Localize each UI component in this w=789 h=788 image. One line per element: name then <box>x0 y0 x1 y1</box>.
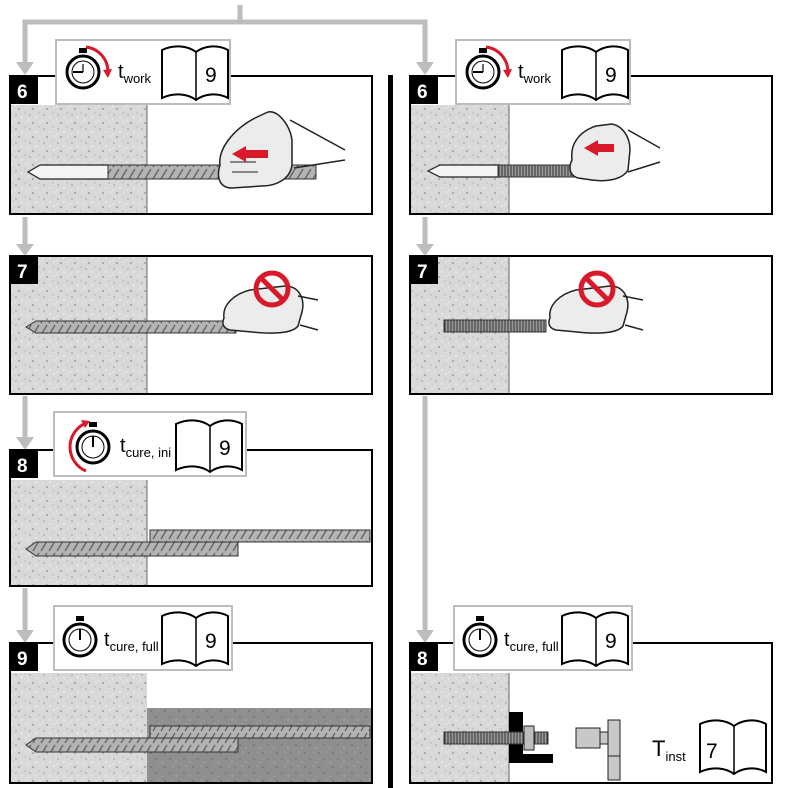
book-icon: 9 <box>561 611 629 668</box>
concrete-block <box>11 673 147 782</box>
prohibition-icon <box>253 270 291 308</box>
timer-header-left-8: tcure, ini 9 <box>53 411 247 477</box>
threaded-rod <box>443 731 549 745</box>
timer-label: t <box>104 629 110 651</box>
step-badge: 6 <box>10 76 38 104</box>
red-push-arrow-icon <box>584 140 614 156</box>
prohibition-icon <box>578 270 616 308</box>
panel-left-step-7 <box>9 255 373 395</box>
book-page-number: 9 <box>605 630 617 653</box>
drill-hole <box>26 164 111 180</box>
rebar <box>25 320 237 334</box>
step-badge: 6 <box>410 76 438 104</box>
torque-reference: Tinst 7 <box>652 719 767 776</box>
stopwatch-icon <box>65 45 112 90</box>
step-number: 8 <box>17 456 28 477</box>
column-divider <box>388 75 393 788</box>
timer-label: t <box>504 629 510 651</box>
flow-arrow-icon <box>16 62 434 643</box>
glove-hand-icon <box>217 111 346 189</box>
stopwatch-icon <box>462 616 498 658</box>
step-number: 9 <box>17 649 28 670</box>
timer-subscript: work <box>123 71 152 86</box>
panel-left-step-6 <box>9 75 373 215</box>
threaded-rod <box>443 319 547 333</box>
svg-text:tcure, full: tcure, full <box>104 629 159 654</box>
rebar <box>25 737 239 753</box>
book-icon: 9 <box>161 611 229 668</box>
concrete-block <box>11 105 147 213</box>
svg-text:twork: twork <box>518 61 552 86</box>
step-number: 8 <box>417 649 428 670</box>
timer-label: t <box>120 435 126 457</box>
connecting-rebar <box>149 725 371 739</box>
book-icon: 9 <box>161 45 229 102</box>
book-page-number: 9 <box>205 630 217 653</box>
svg-text:tcure, ini: tcure, ini <box>120 435 171 460</box>
book-page-number: 9 <box>605 64 617 87</box>
torque-subscript: inst <box>665 749 686 764</box>
timer-header-right-8: tcure, full 9 <box>453 605 633 671</box>
timer-label: t <box>118 61 124 83</box>
step-number: 7 <box>17 262 28 283</box>
concrete-block <box>11 480 147 585</box>
drill-hole <box>426 164 501 178</box>
flow-lines <box>22 5 428 630</box>
step-badge: 7 <box>10 256 38 284</box>
step-badge: 9 <box>10 643 38 671</box>
timer-subscript: work <box>523 71 552 86</box>
book-page-number: 7 <box>706 740 718 763</box>
svg-text:tcure, full: tcure, full <box>504 629 559 654</box>
timer-header-left-6: twork 9 <box>55 39 231 105</box>
book-page-number: 9 <box>205 64 217 87</box>
threaded-rod <box>497 164 575 178</box>
stopwatch-icon <box>62 616 98 658</box>
step-badge: 7 <box>410 256 438 284</box>
timer-subscript: cure, ini <box>126 445 172 460</box>
timer-header-left-9: tcure, full 9 <box>53 605 233 671</box>
timer-subscript: cure, full <box>510 639 559 654</box>
book-icon: 7 <box>699 719 767 776</box>
book-icon: 9 <box>561 45 629 102</box>
timer-header-right-6: twork 9 <box>455 39 631 105</box>
book-icon: 9 <box>175 419 243 474</box>
stopwatch-icon <box>465 45 512 90</box>
stopwatch-icon <box>68 420 111 473</box>
concrete-block <box>411 673 509 782</box>
step-badge: 8 <box>410 643 438 671</box>
book-page-number: 9 <box>219 437 231 460</box>
panel-right-step-7 <box>409 255 773 395</box>
svg-text:Tinst: Tinst <box>652 736 686 764</box>
torque-label: T <box>652 736 665 761</box>
timer-label: t <box>518 61 524 83</box>
glove-hand-icon <box>569 123 661 182</box>
nut <box>523 725 535 751</box>
step-number: 7 <box>417 262 428 283</box>
step-badge: 8 <box>10 450 38 478</box>
rebar <box>25 541 239 557</box>
socket-wrench-icon <box>575 719 621 781</box>
red-push-arrow-icon <box>232 146 268 162</box>
concrete-block <box>411 105 509 213</box>
connecting-rebar <box>149 529 371 543</box>
svg-text:twork: twork <box>118 61 152 86</box>
step-number: 6 <box>17 82 28 103</box>
step-number: 6 <box>417 82 428 103</box>
timer-subscript: cure, full <box>110 639 159 654</box>
